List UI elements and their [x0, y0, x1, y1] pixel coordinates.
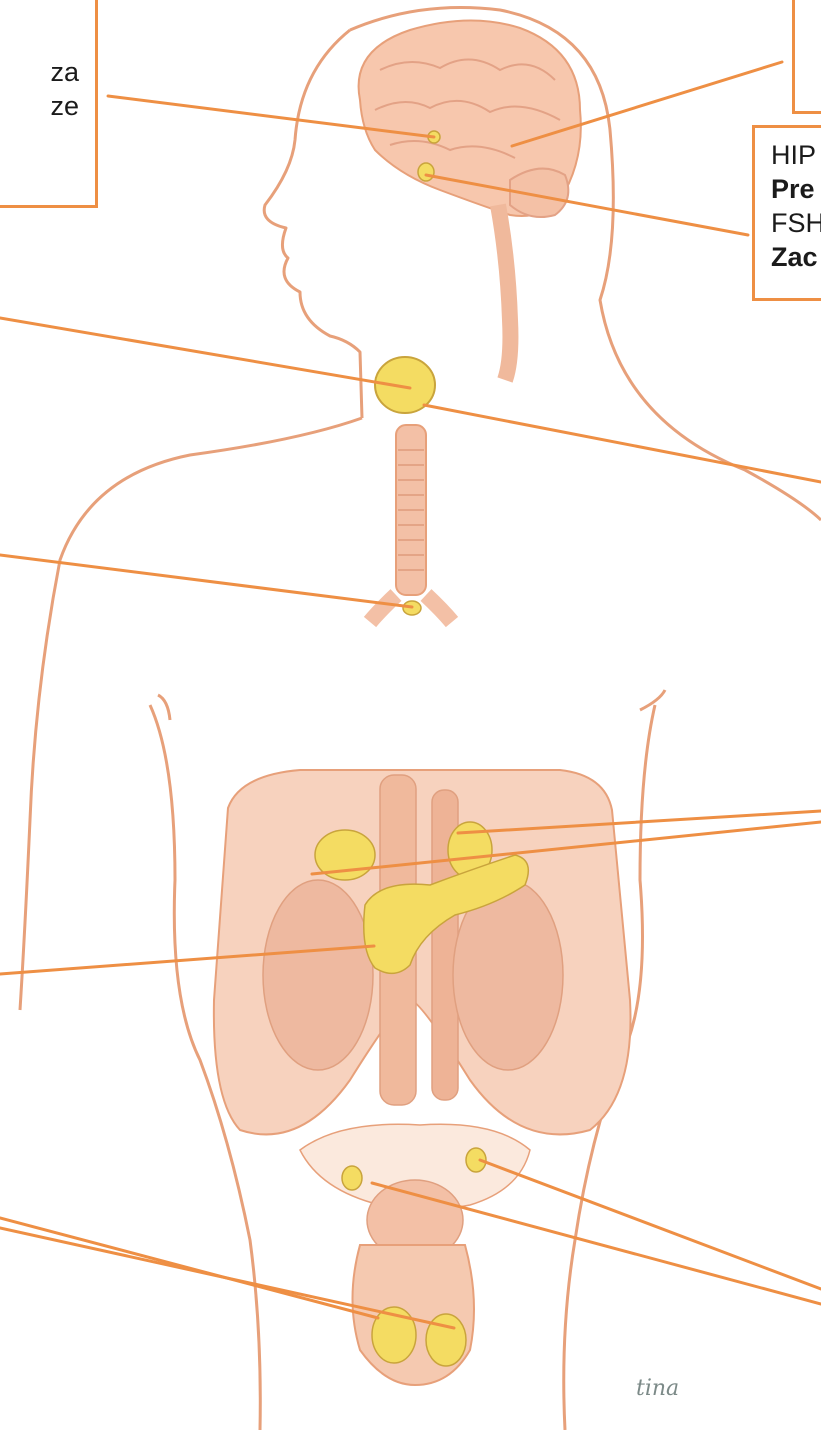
label-left-top-line2: ze: [0, 89, 95, 123]
label-right-hip-line1: HIP: [771, 138, 821, 172]
label-right-hip-line3: FSH: [771, 206, 821, 240]
pituitary-gland: [418, 163, 434, 181]
seminal-gland-left: [342, 1166, 362, 1190]
brain: [359, 20, 581, 380]
label-box-right-hip: HIP Pre FSH Zac: [752, 125, 821, 301]
leader-line-testis-1: [0, 1218, 378, 1318]
artist-signature: tina: [636, 1376, 679, 1401]
leader-line-pituitary: [426, 175, 748, 235]
label-right-hip-line2: Pre: [771, 172, 821, 206]
right-arm-inner: [158, 690, 665, 720]
label-box-left-top: za ze: [0, 0, 98, 208]
face-profile: [264, 30, 362, 418]
label-right-hip-line4: Zac: [771, 240, 821, 274]
left-kidney: [263, 880, 373, 1070]
pelvis-region: [300, 1124, 530, 1385]
neck-structures: [370, 131, 452, 622]
leader-line-thyroid-left: [0, 318, 410, 388]
label-box-right-top: [792, 0, 821, 114]
leader-line-thyroid-right: [424, 405, 821, 482]
leader-line-thymus: [0, 555, 412, 607]
label-left-top-line1: za: [0, 55, 95, 89]
